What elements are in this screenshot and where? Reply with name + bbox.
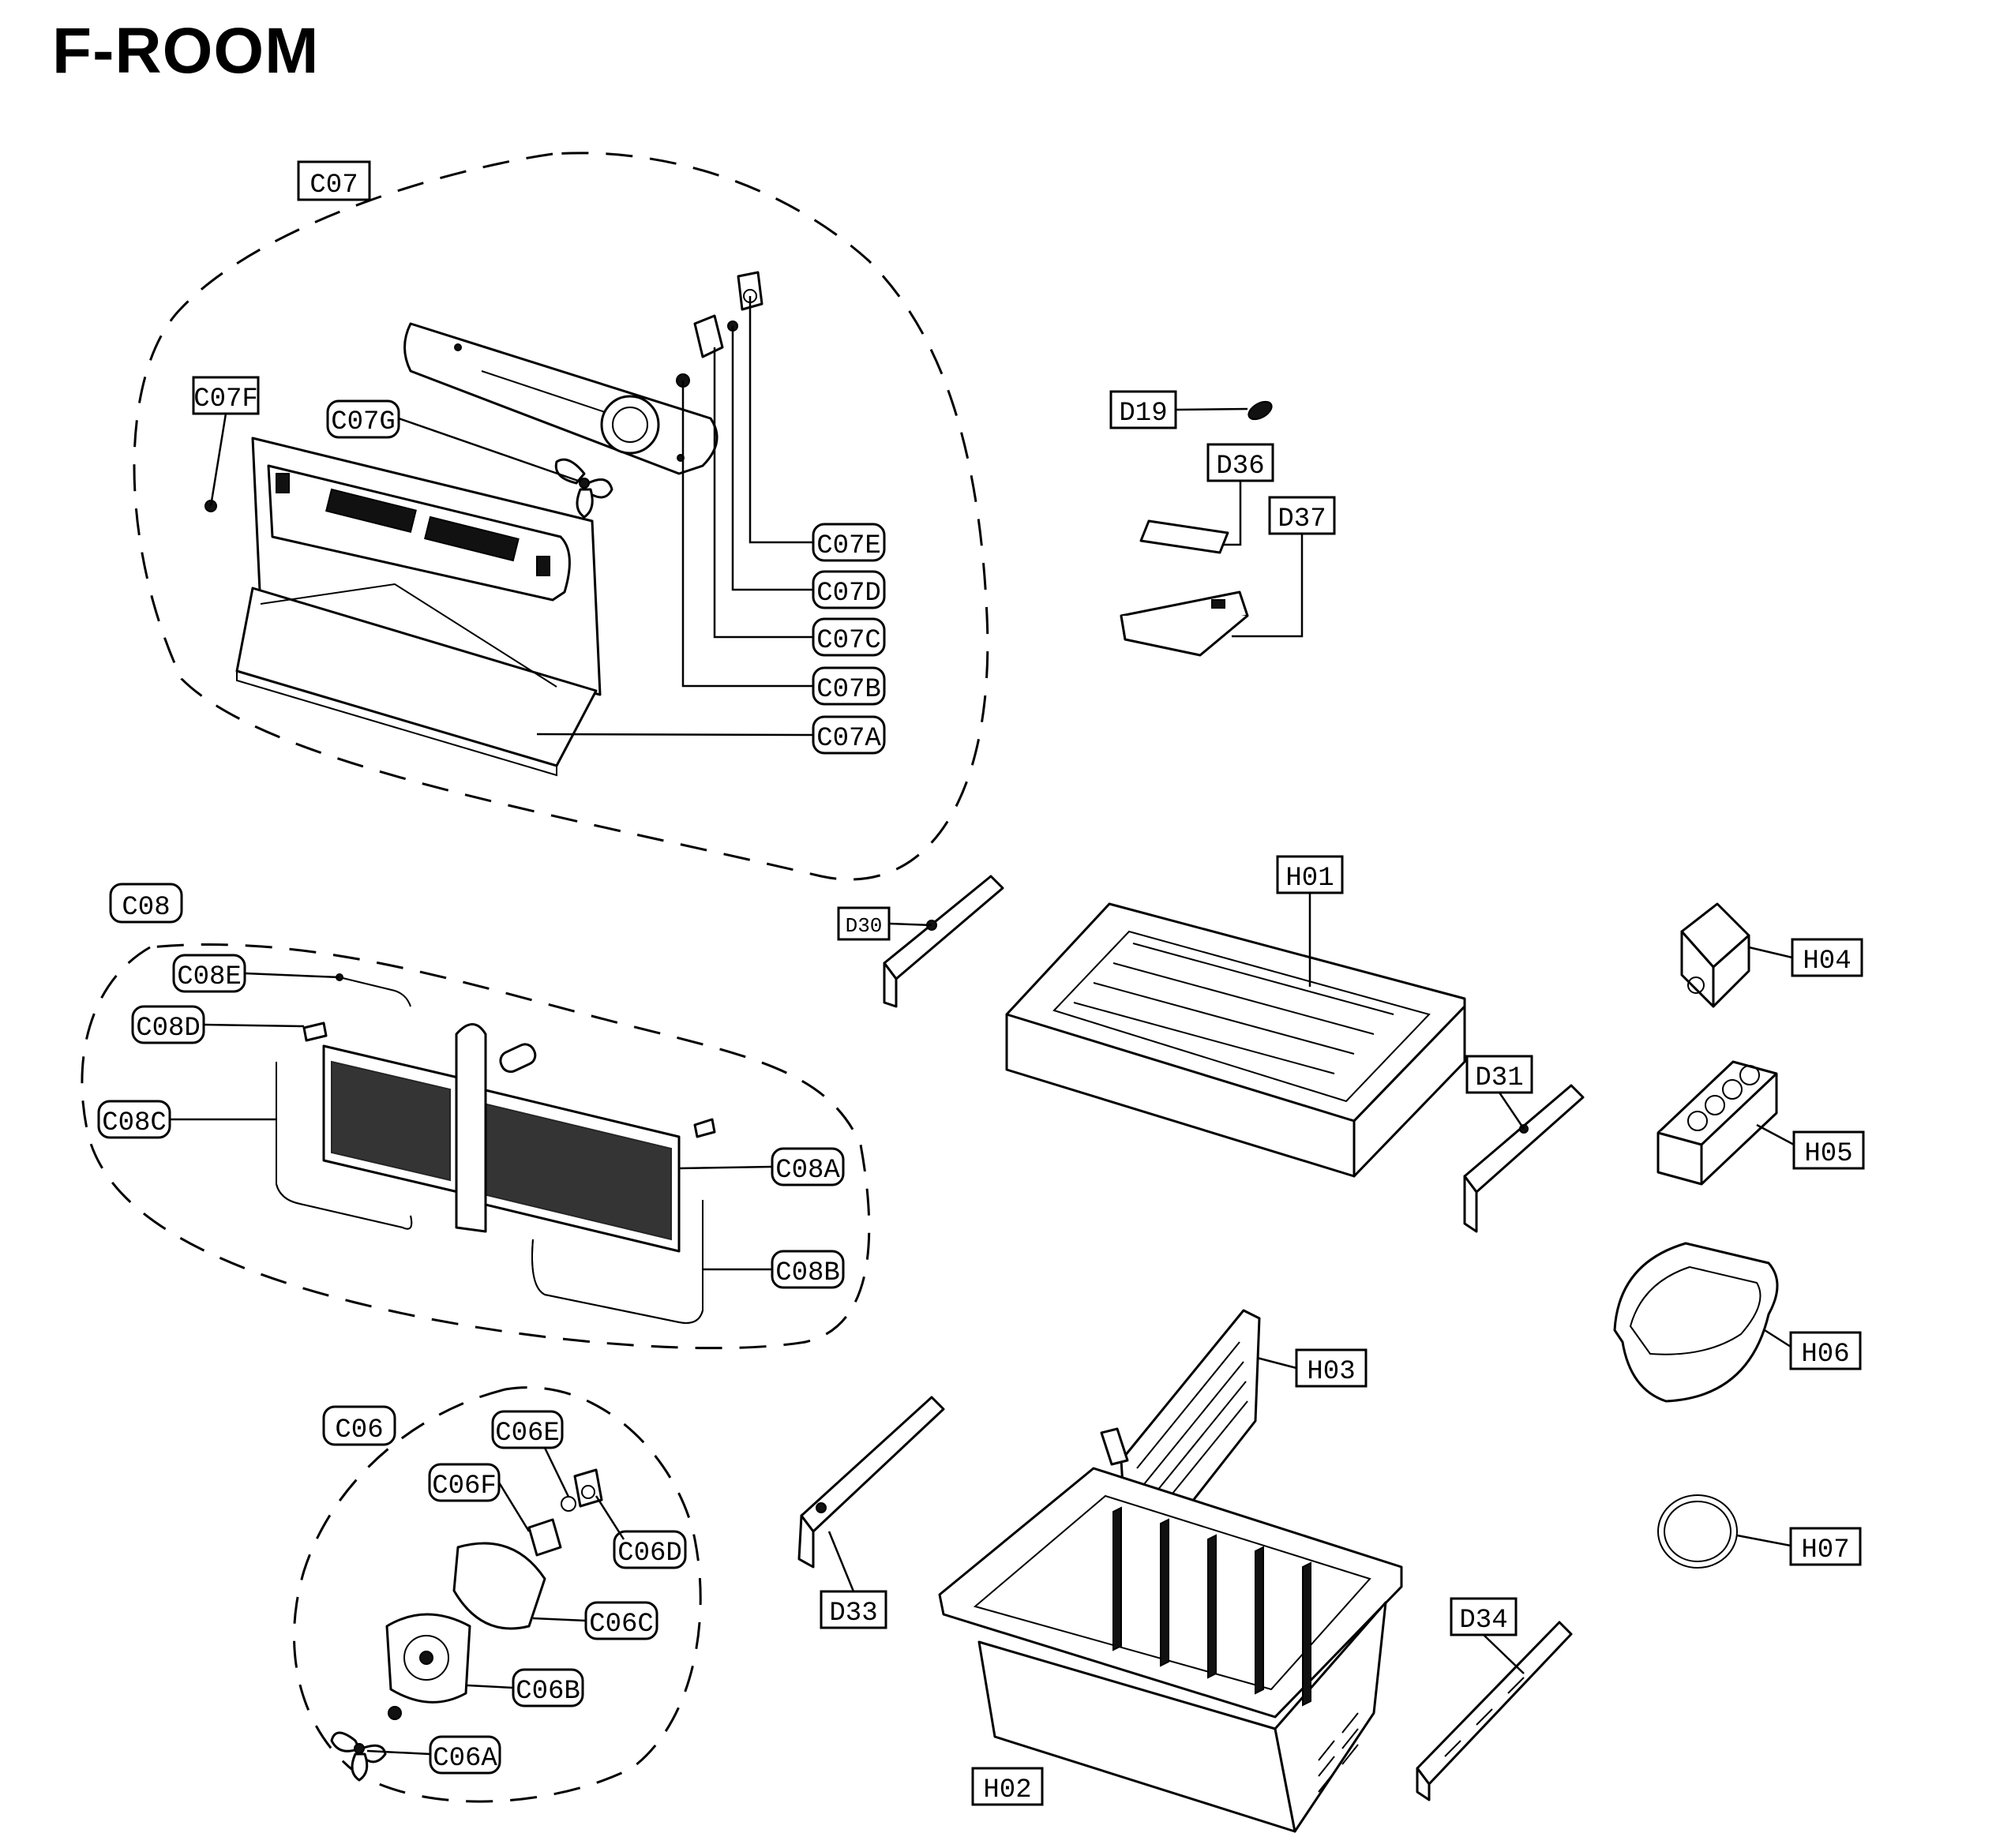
part-label-c07d: C07D — [816, 579, 881, 609]
part-label-d31: D31 — [1475, 1063, 1523, 1093]
drain-tray — [235, 583, 598, 777]
part-label-c06e: C06E — [495, 1419, 560, 1449]
part-label-c07c: C07C — [816, 626, 881, 656]
d19-part — [1247, 400, 1273, 421]
fan-bracket-plate — [403, 322, 718, 475]
part-label-c07g: C07G — [331, 407, 396, 437]
part-label-h04: H04 — [1803, 946, 1851, 976]
heater-c08b-icon — [531, 1200, 703, 1324]
part-label-c08c: C08C — [102, 1108, 167, 1138]
group-label-c06: C06 — [335, 1415, 383, 1445]
part-label-c06a: C06A — [433, 1744, 497, 1774]
sensor-c06d-icon — [573, 1468, 603, 1508]
part-label-c08a: C08A — [775, 1156, 840, 1186]
page-title: F-ROOM — [52, 15, 320, 87]
part-label-d36: D36 — [1216, 452, 1264, 482]
part-label-d34: D34 — [1459, 1606, 1507, 1636]
fan-blade-icon — [554, 458, 613, 519]
part-label-c07f: C07F — [193, 384, 258, 414]
part-label-c07b: C07B — [816, 675, 881, 705]
rail-d31 — [1463, 1084, 1585, 1233]
group-c06-outline — [293, 1386, 702, 1803]
part-label-c06c: C06C — [589, 1610, 654, 1640]
sensor-c06f-icon — [527, 1518, 562, 1557]
sensor-c07e-icon — [737, 271, 764, 311]
fan-motor-c06b — [385, 1613, 471, 1704]
group-c08-outline — [81, 943, 871, 1350]
clip-c08d-icon — [302, 1021, 716, 1138]
fan-shroud-c06c — [452, 1542, 546, 1630]
part-label-h03: H03 — [1307, 1357, 1355, 1387]
ring-h07 — [1657, 1494, 1738, 1569]
drawer-h01 — [1005, 902, 1466, 1178]
part-label-d33: D33 — [829, 1599, 877, 1629]
part-label-d30: D30 — [846, 914, 883, 938]
part-label-c06f: C06F — [432, 1471, 497, 1501]
part-label-c06b: C06B — [516, 1677, 580, 1707]
part-label-c07a: C07A — [816, 724, 881, 754]
rail-d34 — [1416, 1621, 1573, 1801]
part-label-c07e: C07E — [816, 531, 881, 561]
egg-tray-h05 — [1656, 1060, 1778, 1186]
rail-d30 — [883, 875, 1004, 1008]
d37-part — [1120, 590, 1249, 657]
part-label-c08d: C08D — [136, 1014, 201, 1044]
bin-h06 — [1613, 1242, 1779, 1403]
part-label-d19: D19 — [1119, 399, 1167, 429]
heater-c08c-icon — [276, 1062, 413, 1230]
group-label-c07: C07 — [310, 171, 358, 201]
fan-cover-panel — [251, 437, 602, 696]
part-label-h07: H07 — [1801, 1535, 1849, 1565]
d36-part — [1139, 519, 1229, 554]
part-label-d37: D37 — [1278, 504, 1326, 534]
evaporator-core — [322, 1023, 681, 1253]
part-label-h05: H05 — [1804, 1139, 1852, 1169]
group-label-c08: C08 — [122, 893, 170, 923]
grommet-c06e — [561, 1496, 576, 1512]
group-c07-outline — [133, 152, 989, 881]
basket-h02 — [938, 1467, 1403, 1833]
part-label-c08b: C08B — [775, 1258, 840, 1288]
fan-blade-c06a-icon — [330, 1731, 387, 1782]
rail-d33 — [797, 1396, 945, 1569]
part-label-h06: H06 — [1801, 1340, 1849, 1370]
part-label-c06d: C06D — [617, 1539, 682, 1569]
wire-c08e-icon — [336, 973, 411, 1007]
part-label-h01: H01 — [1285, 864, 1334, 894]
part-h04 — [1680, 902, 1750, 1008]
part-label-c08e: C08E — [177, 962, 242, 992]
clip-c06b-dot — [388, 1706, 402, 1720]
part-label-h02: H02 — [983, 1775, 1031, 1805]
fan-motor-icon — [676, 314, 724, 388]
